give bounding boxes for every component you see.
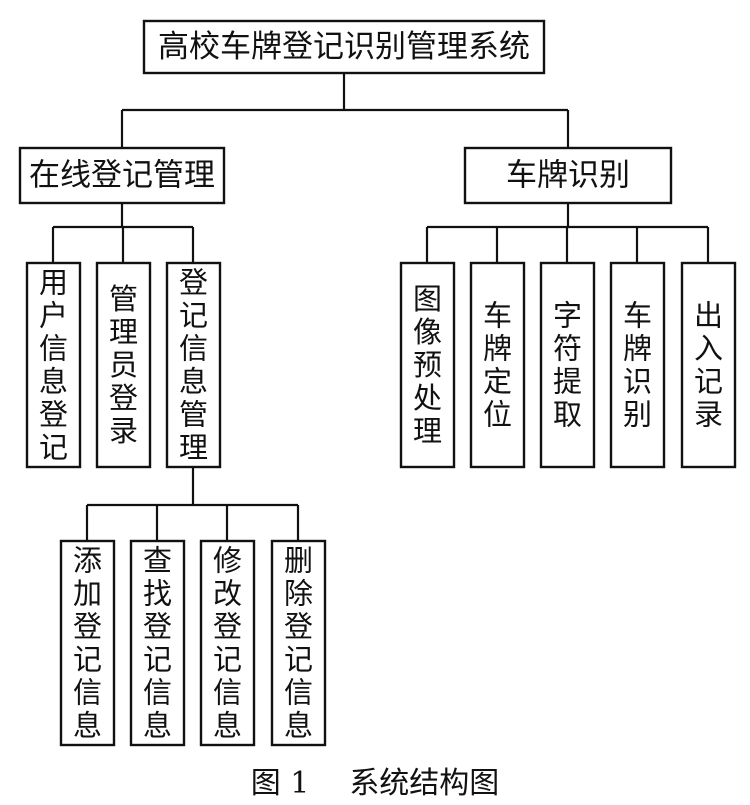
manage-child-3: 修改登记信息 <box>199 539 256 747</box>
registration-child-3-label: 登记信息管理 <box>179 266 208 465</box>
recognition-child-4-box <box>609 261 666 469</box>
manage-child-3-box <box>199 539 256 747</box>
recognition-child-5: 出入记录 <box>680 261 737 469</box>
branch-online-registration-box <box>18 146 226 205</box>
registration-child-2-label: 管理员登录 <box>109 282 138 448</box>
branch-plate-recognition: 车牌识别 <box>463 146 673 205</box>
connector-lines <box>51 73 710 541</box>
recognition-child-2: 车牌定位 <box>469 261 526 469</box>
recognition-child-3: 字符提取 <box>539 261 596 469</box>
registration-child-3-box <box>165 261 222 469</box>
registration-child-1: 用户信息登记 <box>25 261 82 469</box>
recognition-child-5-box <box>680 261 737 469</box>
root-node-box <box>142 19 546 75</box>
manage-child-4-label: 删除登记信息 <box>284 544 313 743</box>
diagram-nodes: 高校车牌登记识别管理系统在线登记管理车牌识别用户信息登记管理员登录登记信息管理添… <box>18 19 737 747</box>
branch-plate-recognition-label: 车牌识别 <box>506 158 630 194</box>
recognition-child-4-label: 车牌识别 <box>623 299 652 432</box>
manage-child-4-box <box>270 539 327 747</box>
manage-child-1-box <box>59 539 116 747</box>
manage-child-4: 删除登记信息 <box>270 539 327 747</box>
figure-caption: 图 1 系统结构图 <box>251 766 500 801</box>
recognition-child-5-label: 出入记录 <box>694 299 723 432</box>
recognition-child-3-label: 字符提取 <box>553 299 582 432</box>
branch-online-registration: 在线登记管理 <box>18 146 226 205</box>
registration-child-1-box <box>25 261 82 469</box>
recognition-child-1: 图像预处理 <box>399 261 456 469</box>
root-node-label: 高校车牌登记识别管理系统 <box>158 29 530 65</box>
recognition-child-3-box <box>539 261 596 469</box>
manage-child-2: 查找登记信息 <box>129 539 186 747</box>
registration-child-2: 管理员登录 <box>95 261 152 469</box>
recognition-child-1-label: 图像预处理 <box>413 282 442 448</box>
manage-child-3-label: 修改登记信息 <box>213 544 242 743</box>
registration-child-2-box <box>95 261 152 469</box>
recognition-child-2-box <box>469 261 526 469</box>
manage-child-2-box <box>129 539 186 747</box>
recognition-child-2-label: 车牌定位 <box>483 299 512 432</box>
recognition-child-1-box <box>399 261 456 469</box>
registration-child-1-label: 用户信息登记 <box>39 266 68 465</box>
branch-plate-recognition-box <box>463 146 673 205</box>
registration-child-3: 登记信息管理 <box>165 261 222 469</box>
manage-child-1: 添加登记信息 <box>59 539 116 747</box>
manage-child-2-label: 查找登记信息 <box>143 544 172 743</box>
figure-title: 系统结构图 <box>349 766 499 801</box>
root-node: 高校车牌登记识别管理系统 <box>142 19 546 75</box>
figure-label: 图 1 <box>251 766 310 801</box>
manage-child-1-label: 添加登记信息 <box>73 544 102 743</box>
branch-online-registration-label: 在线登记管理 <box>29 158 215 194</box>
recognition-child-4: 车牌识别 <box>609 261 666 469</box>
